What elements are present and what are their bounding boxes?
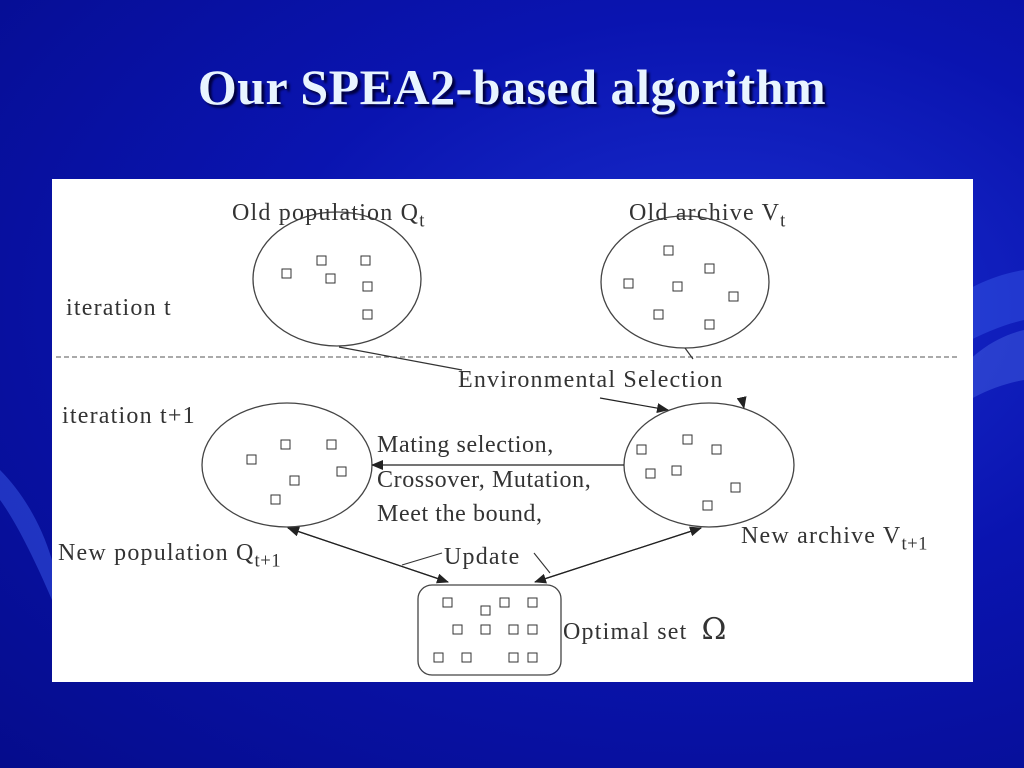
new-population-label: New population Qt+1 [58, 540, 282, 572]
mating-selection-line2: Crossover, Mutation, [377, 467, 592, 493]
update-leader-left [401, 552, 443, 566]
optimal-set-box [417, 584, 562, 676]
old-population-label: Old population Qt [232, 200, 425, 232]
environmental-selection-label: Environmental Selection [458, 367, 724, 393]
diagram-panel: Old population Qt Old archive Vt iterati… [52, 179, 973, 682]
old-archive-individuals [623, 245, 739, 330]
old-population-ellipse [252, 211, 422, 347]
update-arrow-to-new-population [287, 526, 449, 583]
environmental-selection-line-left [338, 346, 463, 371]
new-population-ellipse [201, 402, 373, 528]
old-archive-ellipse [600, 215, 770, 349]
iteration-t-label: iteration t [66, 295, 172, 321]
old-population-individuals [281, 255, 373, 320]
old-archive-label: Old archive Vt [629, 200, 786, 232]
environmental-selection-arrow [599, 397, 669, 414]
mating-selection-line3: Meet the bound, [377, 501, 543, 527]
new-population-individuals [246, 439, 347, 505]
update-arrow-to-new-archive [534, 526, 702, 583]
diagram-shapes [56, 211, 960, 676]
slide-title: Our SPEA2-based algorithm [197, 59, 827, 115]
optimal-set-individuals [433, 597, 538, 663]
new-archive-label: New archive Vt+1 [741, 523, 929, 555]
environmental-selection-line-right [684, 347, 694, 360]
update-leader-right [533, 552, 551, 574]
update-label: Update [444, 544, 521, 570]
new-archive-ellipse [623, 402, 795, 528]
mating-selection-line1: Mating selection, [377, 432, 554, 458]
environmental-selection-arrow-right [736, 396, 747, 409]
new-archive-individuals [636, 434, 741, 511]
iteration-t1-label: iteration t+1 [62, 403, 196, 429]
omega-symbol: Ω [701, 612, 727, 647]
